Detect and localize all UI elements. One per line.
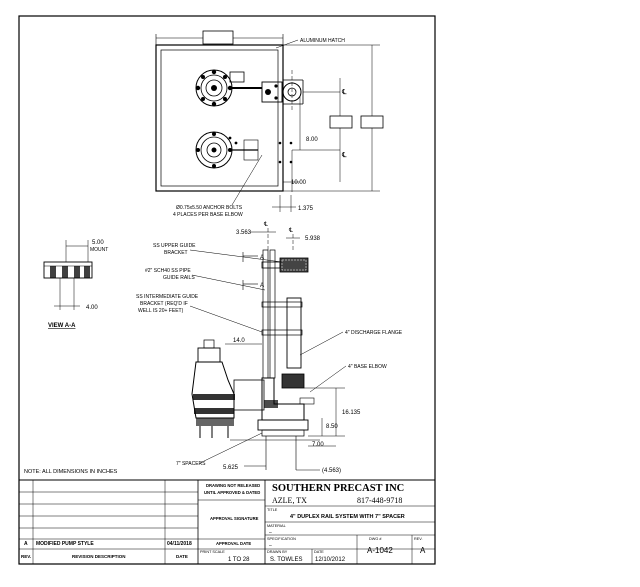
hatch-callout: ALUMINUM HATCH [300,38,345,44]
plan-view: ALUMINUM HATCH [155,30,384,218]
intermediate-callout-2: BRACKET (REQ'D IF [140,301,188,307]
scale-value: 1 TO 28 [228,557,250,563]
dim-1-375: 1.375 [298,206,314,212]
base-elbow-plan [261,70,340,112]
title-label: TITLE [267,508,278,512]
svg-text:℄: ℄ [263,222,268,228]
guide-rail-right [269,249,276,379]
dim-16-135: 16.135 [342,410,361,416]
dim-5-625: 5.625 [223,465,239,471]
discharge-pipe [286,297,302,369]
date-value: 12/10/2012 [315,557,346,563]
drawing-title: 4" DUPLEX RAIL SYSTEM WITH 7" SPACER [290,514,405,520]
rev-label: REV. [414,537,423,541]
drawn-by-label: DRAWN BY [267,550,288,554]
dimension-blank-top [202,30,234,45]
material-value: – [269,530,272,536]
dim-8-00: 8.00 [306,137,318,143]
drawing-label-1: DRAWING NOT RELEASED [206,483,260,488]
anchor-bolts-callout-1: Ø0.75x5.50 ANCHOR BOLTS [176,205,243,211]
hatch-frame [155,44,284,192]
anchor-bolts-callout-2: 4 PLACES PER BASE ELBOW [173,212,243,218]
spec-label: SPECIFICATION [267,537,296,541]
rev-date-header: DATE [176,554,188,559]
upper-bracket-callout-1: SS UPPER GUIDE [153,243,196,249]
scale-label: PRINT SCALE [200,550,225,554]
intermediate-callout-1: SS INTERMEDIATE GUIDE [136,294,199,300]
dim-5-938: 5.938 [305,236,321,242]
guide-rail-left [262,249,269,379]
guide-rails-callout-1: #2" SCH40 SS PIPE [145,268,191,274]
base-elbow [257,373,315,437]
dim-3-563: 3.563 [236,230,252,236]
company-name: SOUTHERN PRECAST INC [272,483,404,494]
elevation-view: ℄ ℄ 3.563 5.938 A A [136,222,403,474]
spacers-callout: 7" SPACERS [176,461,206,467]
rev-row-letter: A [24,541,28,547]
dimension-blank-right-2 [360,115,384,129]
svg-text:A: A [260,255,264,261]
dwg-number: A-1042 [367,546,393,555]
base-elbow-callout: 4" BASE ELBOW [348,364,387,370]
dim-7-00: 7.00 [312,442,324,448]
rev-desc-header: REVISION DESCRIPTION [72,554,126,559]
approval-date-label: APPROVAL DATE [216,541,251,546]
rev-row-desc: MODIFIED PUMP STYLE [36,541,94,547]
rev-header: REV. [21,554,31,559]
svg-text:℄: ℄ [288,228,293,234]
drawn-by-value: S. TOWLES [270,557,302,563]
mount-dim: 5.00 [92,240,104,246]
rev-row-date: 04/11/2018 [167,541,192,547]
title-block: A MODIFIED PUMP STYLE 04/11/2018 REV. RE… [19,480,435,564]
company-phone: 817-448-9718 [357,496,402,505]
discharge-flange-callout: 4" DISCHARGE FLANGE [345,330,403,336]
lower-pump-plan [195,131,259,169]
svg-text:℄: ℄ [341,152,347,159]
approval-signature-label: APPROVAL SIGNATURE [210,516,259,521]
dim-4-00: 4.00 [86,305,98,311]
dimension-blank-right-1 [329,115,353,129]
dwg-label: DWG # [369,537,382,541]
pump-body [191,339,265,438]
dim-4-563: (4.563) [322,468,341,474]
view-a-a-label: VIEW A-A [48,323,76,329]
upper-bracket-callout-2: BRACKET [164,250,188,256]
view-a-a: 5.00 MOUNT 4.00 VIEW A-A [43,240,108,329]
rev-value: A [420,546,426,555]
spec-value: – [269,543,272,549]
drawing-label-2: UNTIL APPROVED & DATED [204,490,260,495]
upper-pump-plan [195,69,262,107]
dimensions-note: NOTE: ALL DIMENSIONS IN INCHES [24,469,118,475]
date-label: DATE [314,550,324,554]
material-label: MATERIAL [267,524,286,528]
company-city: AZLE, TX [272,496,307,505]
intermediate-callout-3: WELL IS 20+ FEET) [138,308,184,314]
dim-8-50: 8.50 [326,424,338,430]
svg-text:℄: ℄ [341,89,347,96]
mount-label: MOUNT [90,247,108,253]
svg-text:A: A [260,283,264,289]
dim-10-00: 10.00 [291,180,307,186]
sheet-border [18,15,436,565]
dim-14-0: 14.0 [233,338,245,344]
guide-rails-callout-2: GUIDE RAILS [163,275,195,281]
